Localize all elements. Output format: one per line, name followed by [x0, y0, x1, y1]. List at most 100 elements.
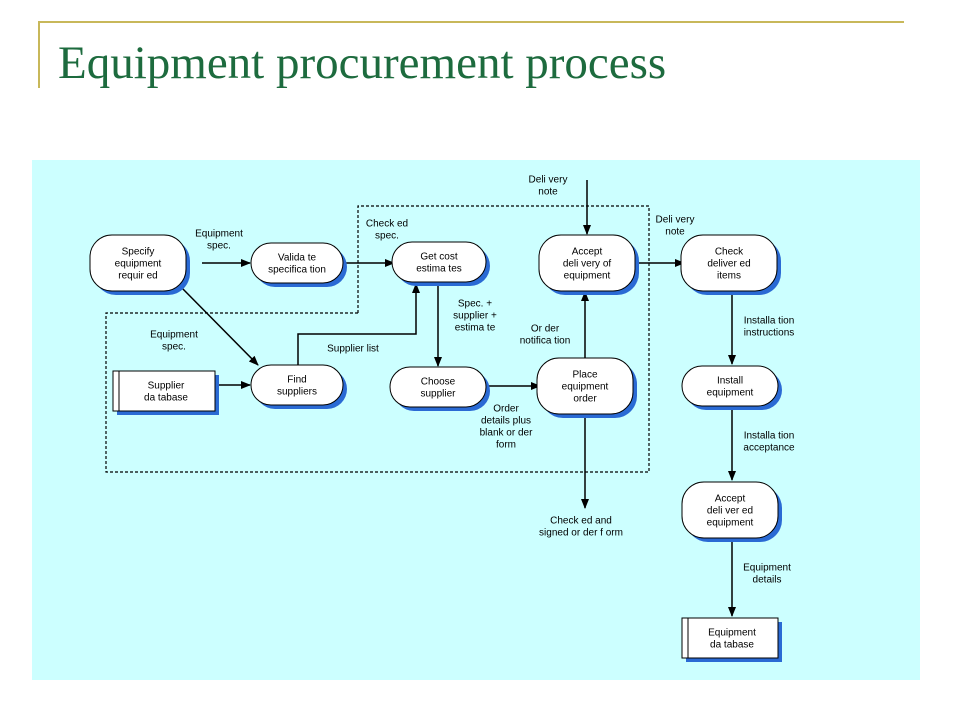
flow-label-supplier-list-line-1: Supplier list [327, 344, 379, 355]
process-accept-delivery-label-line-3: equipment [564, 271, 611, 282]
process-install-box [681, 365, 779, 407]
process-validate-label-line-2: specifica tion [268, 265, 326, 276]
dashed-boundary-top [357, 205, 649, 313]
process-find-label-line-2: suppliers [277, 387, 317, 398]
process-place-label-line-2: equipment [562, 382, 609, 393]
flow-label-equipment-details-line-2: details [753, 575, 782, 586]
flow-specify-to-find [179, 285, 259, 366]
process-accept-delivery-label-line-1: Accept [572, 247, 603, 258]
process-check-label-line-3: items [717, 271, 741, 282]
process-accept-delivered-label-line-3: equipment [707, 518, 754, 529]
flow-label-delivery-note-top-line-1: Deli very [529, 175, 568, 186]
process-find-box [250, 364, 344, 406]
flow-label-equipment-spec-2-line-2: spec. [162, 342, 186, 353]
store-supplier-db-label-line-1: Supplier [148, 381, 185, 392]
flow-label-delivery-note-right-line-1: Deli very [656, 215, 695, 226]
process-accept-delivery-box [538, 234, 636, 292]
flow-label-equipment-spec-2-line-1: Equipment [150, 330, 198, 341]
flow-label-checked-spec-line-2: spec. [375, 231, 399, 242]
flow-label-equipment-spec-1-line-2: spec. [207, 241, 231, 252]
process-validate-box [250, 242, 344, 284]
process-choose-box [389, 366, 487, 408]
process-get-cost-label-line-2: estima tes [416, 264, 462, 275]
process-place-label-line-3: order [573, 394, 597, 405]
flow-label-order-details-line-3: blank or der [480, 428, 533, 439]
process-specify-label-line-3: requir ed [118, 271, 157, 282]
flow-label-supplier-list: Supplier list [327, 344, 379, 355]
process-specify-box [89, 234, 187, 292]
flow-label-spec-supplier-estimate: Spec. +supplier +estima te [453, 299, 497, 334]
slide-title: Equipment procurement process [58, 37, 667, 89]
flow-label-installation-acceptance-line-2: acceptance [743, 443, 795, 454]
flow-label-installation-acceptance-line-1: Installa tion [744, 431, 795, 442]
flow-label-delivery-note-right-line-2: note [665, 227, 685, 238]
flow-label-checked-spec-line-1: Check ed [366, 219, 408, 230]
flow-label-installation-instructions-line-1: Installa tion [744, 316, 795, 327]
store-supplier-db-label-line-2: da tabase [144, 393, 188, 404]
process-accept-delivered-box [681, 481, 779, 539]
process-get-cost-box [391, 241, 487, 283]
process-choose-label-line-1: Choose [421, 377, 456, 388]
process-check-label-line-2: deliver ed [707, 259, 750, 270]
title-frame-left-rule [38, 21, 40, 88]
process-get-cost-label-line-1: Get cost [420, 252, 457, 263]
process-check-box [680, 234, 778, 292]
flow-label-order-notification-line-2: notifica tion [520, 336, 571, 347]
process-specify-label-line-2: equipment [115, 259, 162, 270]
process-install-label-line-1: Install [717, 376, 743, 387]
process-validate-label-line-1: Valida te [278, 253, 317, 264]
flow-label-order-details-line-2: details plus [481, 416, 531, 427]
flow-label-checked-signed-line-1: Check ed and [550, 516, 612, 527]
process-place-box [536, 357, 634, 415]
title-frame-top-rule [38, 21, 904, 23]
store-supplier-db-box [112, 370, 216, 412]
process-accept-delivery-label-line-2: deli very of [563, 259, 612, 270]
process-install-label-line-2: equipment [707, 388, 754, 399]
flow-label-delivery-note-top-line-2: note [538, 187, 558, 198]
dashed-boundary-left [105, 206, 650, 473]
process-specify-label-line-1: Specify [122, 247, 155, 258]
flow-label-spec-supplier-estimate-line-1: Spec. + [458, 299, 492, 310]
flow-label-installation-instructions-line-2: instructions [744, 328, 795, 339]
flow-label-order-notification-line-1: Or der [531, 324, 560, 335]
process-accept-delivered-label-line-1: Accept [715, 494, 746, 505]
flow-label-spec-supplier-estimate-line-2: supplier + [453, 311, 497, 322]
store-equipment-db-label-line-2: da tabase [710, 640, 754, 651]
flow-label-equipment-spec-1-line-1: Equipment [195, 229, 243, 240]
flow-label-spec-supplier-estimate-line-3: estima te [455, 323, 496, 334]
store-equipment-db-label-line-1: Equipment [708, 628, 756, 639]
process-choose-label-line-2: supplier [420, 389, 456, 400]
process-accept-delivered-label-line-2: deli ver ed [707, 506, 753, 517]
process-find-label-line-1: Find [287, 375, 306, 386]
flow-label-equipment-details-line-1: Equipment [743, 563, 791, 574]
store-equipment-db-box [681, 617, 779, 659]
flow-label-checked-signed-line-2: signed or der f orm [539, 528, 623, 539]
flow-label-order-details-line-4: form [496, 440, 516, 451]
process-place-label-line-1: Place [572, 370, 597, 381]
flow-find-to-getcost [297, 283, 420, 365]
flow-label-order-details-line-1: Order [493, 404, 519, 415]
